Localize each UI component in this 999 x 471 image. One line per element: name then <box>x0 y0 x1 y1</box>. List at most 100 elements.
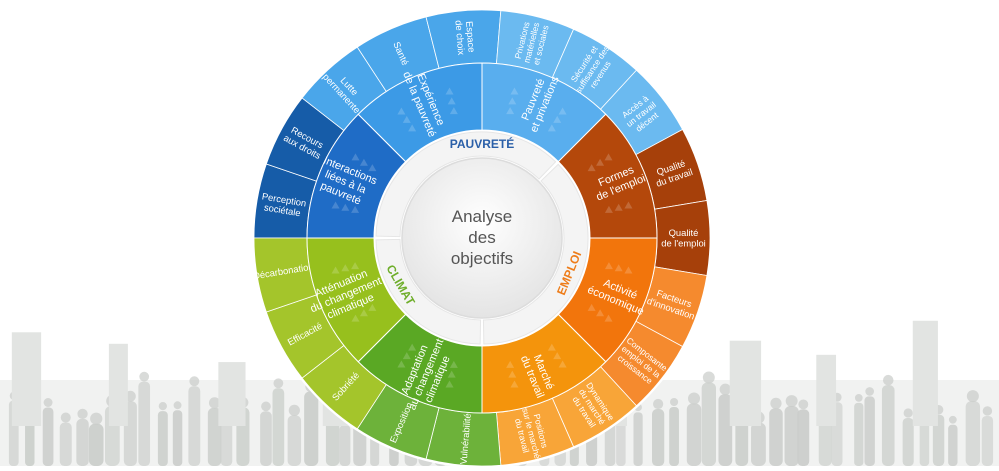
person-silhouette <box>42 407 54 466</box>
center-title-line: des <box>468 228 495 247</box>
triangle-pattern <box>408 124 417 132</box>
person-silhouette <box>902 417 914 466</box>
person-head <box>903 408 913 418</box>
person-silhouette <box>652 409 665 466</box>
person-silhouette <box>701 382 716 466</box>
person-silhouette <box>981 415 994 466</box>
indicator-label-line: Vulnérabilité <box>458 413 473 465</box>
person-head <box>139 371 150 382</box>
indicator-label: Vulnérabilité <box>458 413 473 465</box>
person-head <box>60 412 71 423</box>
person-silhouette <box>818 419 832 466</box>
triangle-pattern <box>397 107 406 115</box>
triangle-pattern <box>553 352 562 360</box>
center-circle <box>401 157 563 319</box>
person-head <box>785 395 798 407</box>
triangle-pattern <box>506 360 515 368</box>
person-head <box>77 408 88 420</box>
person-silhouette <box>188 386 201 466</box>
triangle-pattern <box>351 314 360 322</box>
triangle-pattern <box>351 153 360 161</box>
person-head <box>865 387 875 396</box>
person-head <box>261 401 271 412</box>
triangle-pattern <box>558 360 567 368</box>
indicator-label-line: Espace <box>464 21 478 53</box>
triangle-pattern <box>596 309 605 317</box>
triangle-pattern <box>547 343 556 351</box>
person-head <box>173 401 182 410</box>
person-silhouette <box>157 411 168 466</box>
person-head <box>798 399 809 410</box>
triangle-pattern <box>331 266 340 274</box>
person-silhouette <box>339 424 351 466</box>
triangle-pattern <box>397 360 406 368</box>
person-silhouette <box>172 410 183 466</box>
triangle-pattern <box>359 158 368 166</box>
person-silhouette <box>797 409 810 466</box>
person-silhouette <box>854 402 864 466</box>
triangle-pattern <box>368 164 377 172</box>
indicator-label: Espacede choix <box>453 19 477 56</box>
person-silhouette <box>751 422 766 466</box>
person-silhouette <box>686 403 702 466</box>
person-head <box>158 401 167 411</box>
objective-ring: Interactionsliées à lapauvretéExpérience… <box>306 62 658 414</box>
indicator-label-line: de choix <box>453 20 467 56</box>
triangle-pattern <box>510 380 519 388</box>
person-silhouette <box>260 411 272 466</box>
triangle-pattern <box>449 107 458 115</box>
person-silhouette <box>287 415 302 466</box>
triangle-pattern <box>624 266 633 274</box>
person-silhouette <box>304 391 319 466</box>
triangle-pattern <box>604 262 613 270</box>
building-silhouette <box>729 340 762 426</box>
person-silhouette <box>633 412 643 466</box>
triangle-pattern <box>558 107 567 115</box>
building-silhouette <box>11 332 42 426</box>
triangle-pattern <box>449 360 458 368</box>
person-head <box>43 398 53 407</box>
center-title-line: objectifs <box>451 249 513 268</box>
person-head <box>854 394 863 402</box>
person-silhouette <box>881 385 895 466</box>
triangle-pattern <box>510 87 519 95</box>
triangle-pattern <box>587 303 596 311</box>
person-head <box>90 412 103 425</box>
building-silhouette <box>218 362 246 426</box>
building-silhouette <box>912 320 938 426</box>
indicator-label-line: Qualité <box>669 227 699 238</box>
triangle-pattern <box>341 264 350 272</box>
person-head <box>687 392 701 405</box>
person-silhouette <box>138 381 151 466</box>
person-silhouette <box>76 418 89 466</box>
person-silhouette <box>669 407 679 466</box>
person-head <box>288 404 300 416</box>
person-head <box>719 383 732 396</box>
person-silhouette <box>769 408 783 466</box>
person-head <box>882 374 894 386</box>
triangle-pattern <box>506 107 515 115</box>
person-silhouette <box>932 414 945 466</box>
triangle-pattern <box>351 205 360 213</box>
person-head <box>653 398 664 410</box>
person-silhouette <box>965 401 981 466</box>
person-silhouette <box>784 406 799 466</box>
person-silhouette <box>718 394 733 466</box>
triangle-pattern <box>604 153 613 161</box>
person-silhouette <box>272 388 285 466</box>
person-silhouette <box>88 423 104 466</box>
person-head <box>966 390 979 403</box>
person-head <box>273 378 284 389</box>
triangle-pattern <box>447 370 456 378</box>
triangle-pattern <box>445 380 454 388</box>
triangle-pattern <box>341 203 350 211</box>
category-segment <box>375 131 557 238</box>
triangle-pattern <box>368 303 377 311</box>
triangle-pattern <box>508 97 517 105</box>
triangle-pattern <box>614 203 623 211</box>
